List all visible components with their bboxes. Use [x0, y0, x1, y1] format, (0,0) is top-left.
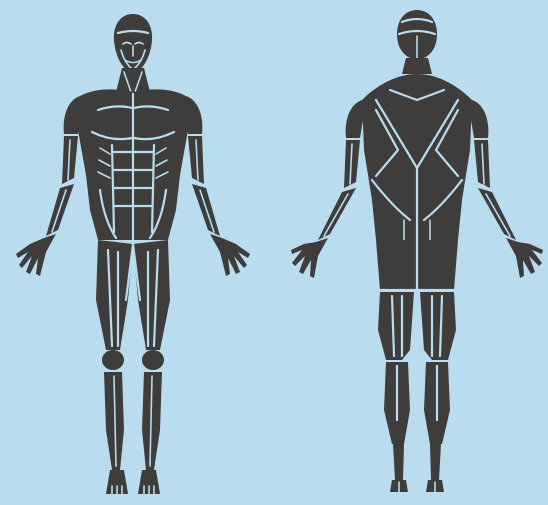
back-head — [397, 10, 437, 60]
front-left-knee — [102, 350, 124, 370]
front-right-knee — [142, 350, 164, 370]
front-torso — [78, 89, 188, 240]
back-torso — [362, 74, 472, 240]
back-neck — [402, 58, 432, 74]
